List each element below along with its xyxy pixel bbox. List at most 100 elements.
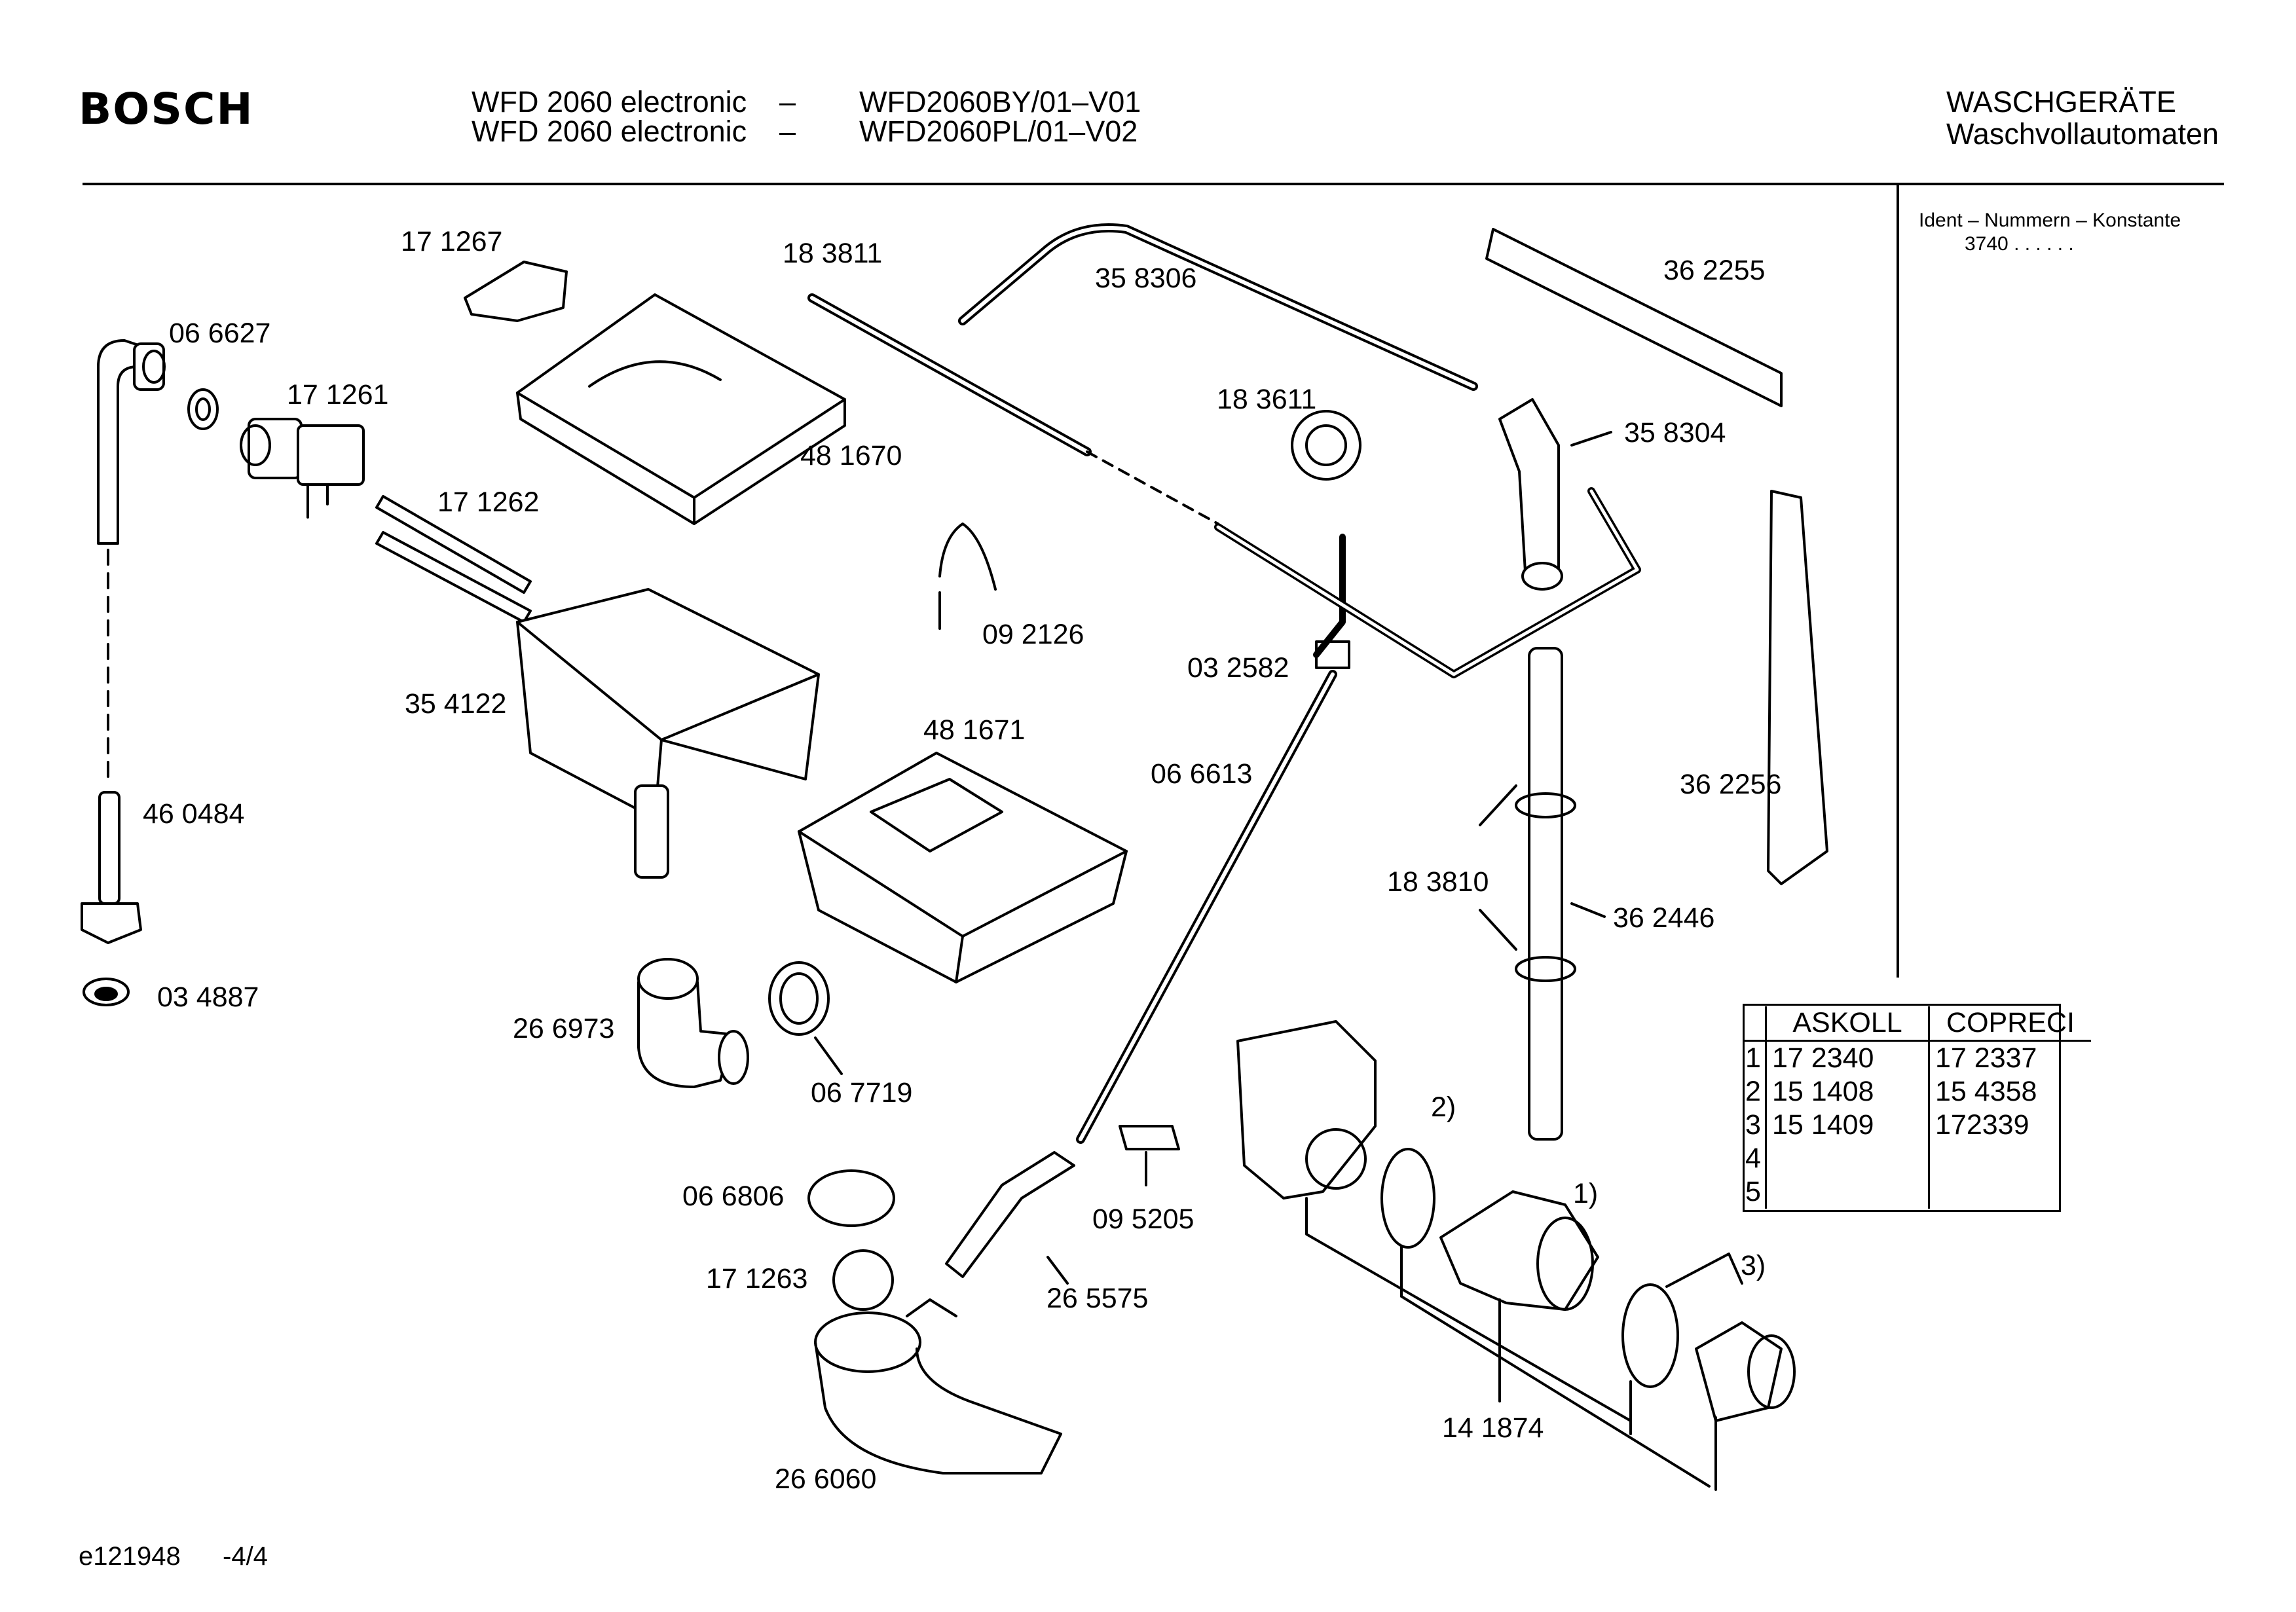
elbow-358304-part xyxy=(1498,398,1563,591)
hose-clip-part xyxy=(1315,640,1350,669)
hose-nut-part xyxy=(81,791,142,944)
table-cell xyxy=(1766,1142,1930,1175)
clamp-part xyxy=(807,1169,895,1227)
model-name-1: WFD 2060 electronic xyxy=(472,85,747,119)
table-cell: 15 4358 xyxy=(1935,1076,2037,1107)
alternatives-table: ASKOLL COPRECI 1 17 2340 17 2337 2 15 14… xyxy=(1743,1006,2091,1209)
leader-265575 xyxy=(1046,1256,1069,1285)
table-row: 1 17 2340 17 2337 xyxy=(1743,1040,2091,1075)
table-cell: 15 1408 xyxy=(1766,1075,1930,1108)
part-label: 46 0484 xyxy=(143,798,245,830)
part-label: 26 5575 xyxy=(1046,1283,1149,1314)
part-label: 17 1263 xyxy=(706,1263,808,1294)
leader-callout-3 xyxy=(1665,1253,1743,1288)
ident-value: 3740 . . . . . . xyxy=(1965,233,2074,255)
part-label: 48 1671 xyxy=(923,714,1026,746)
washer-hole xyxy=(195,397,211,421)
short-hoses-part xyxy=(375,495,532,623)
filter-seal-part xyxy=(1621,1283,1679,1388)
part-label: 06 6627 xyxy=(169,318,271,349)
pump-housing-part xyxy=(1439,1190,1599,1311)
page-number: -4/4 xyxy=(223,1542,268,1571)
air-trap-hose-inner xyxy=(810,296,1089,454)
leader-seal-assembly xyxy=(1400,1246,1711,1488)
seal-ring-part xyxy=(83,978,130,1006)
model-code-2: WFD2060PL/01–V02 xyxy=(859,115,1138,148)
table-cell xyxy=(1929,1175,2092,1209)
part-label: 17 1267 xyxy=(401,226,503,257)
part-label: 14 1874 xyxy=(1442,1412,1544,1444)
table-header-cell: COPRECI xyxy=(1929,1006,2091,1042)
part-label: 09 2126 xyxy=(982,619,1084,650)
dash-2: – xyxy=(779,115,796,148)
switch-hose-part xyxy=(1313,534,1346,658)
fork-clip-part xyxy=(938,522,997,630)
inlet-elbow-hose xyxy=(97,339,166,545)
dispenser-drawer-part xyxy=(516,588,820,879)
part-label: 17 1262 xyxy=(437,486,540,518)
part-label: 18 3810 xyxy=(1387,866,1489,898)
part-label: 18 3811 xyxy=(783,238,883,269)
brand-logo: BOSCH xyxy=(79,84,254,134)
part-label: 03 2582 xyxy=(1187,652,1289,684)
table-row: 5 xyxy=(1743,1175,2091,1209)
table-row: 2 15 1408 15 4358 xyxy=(1743,1075,2091,1108)
leader-358304 xyxy=(1570,431,1612,447)
category-title: WASCHGERÄTE xyxy=(1946,85,2176,119)
table-header-cell: ASKOLL xyxy=(1766,1006,1930,1042)
sidebar-divider xyxy=(1897,185,1899,978)
part-label: 06 6613 xyxy=(1151,758,1253,790)
long-hose-part xyxy=(1214,487,1641,678)
pump-seal-part xyxy=(1380,1148,1435,1249)
model-code-1: WFD2060BY/01–V01 xyxy=(859,85,1141,119)
part-label: 26 6060 xyxy=(775,1463,877,1495)
part-label: 06 6806 xyxy=(682,1181,785,1212)
table-cell: 17 2340 xyxy=(1766,1040,1930,1075)
header-divider xyxy=(83,183,2224,185)
sump-hose-part xyxy=(814,1298,1062,1475)
rail-362255-part xyxy=(1485,228,1783,407)
pressure-switch-part xyxy=(1291,410,1361,481)
part-label: 36 2446 xyxy=(1613,902,1715,934)
part-label: 36 2255 xyxy=(1663,255,1766,286)
part-label: 18 3611 xyxy=(1217,384,1317,415)
hose-358306-inner xyxy=(961,226,1475,388)
table-cell: 172339 xyxy=(1935,1109,2029,1141)
leader-183810-top xyxy=(1479,784,1517,826)
cap-part xyxy=(832,1249,894,1311)
leader-362446 xyxy=(1570,902,1606,918)
table-cell: 2 xyxy=(1743,1075,1767,1108)
table-cell: 3 xyxy=(1743,1108,1767,1142)
callout-3: 3) xyxy=(1741,1250,1766,1281)
long-hose-inner xyxy=(1216,489,1639,676)
part-label: 03 4887 xyxy=(157,981,259,1013)
part-label: 17 1261 xyxy=(287,379,389,411)
hose-358306-part xyxy=(958,223,1478,391)
part-label: 35 4122 xyxy=(405,688,507,720)
category-subtitle: Waschvollautomaten xyxy=(1946,117,2219,151)
leader-067719 xyxy=(814,1036,843,1075)
clip-part xyxy=(464,261,568,322)
model-name-2: WFD 2060 electronic xyxy=(472,115,747,148)
bellow-elbow-part xyxy=(637,958,749,1088)
table-cell xyxy=(1929,1142,2092,1175)
connector-095205-part xyxy=(1119,1125,1180,1150)
leader-filter-assembly xyxy=(1629,1380,1717,1491)
part-label: 06 7719 xyxy=(811,1077,913,1108)
seal-067719-inner xyxy=(779,972,819,1025)
dispenser-cover-part xyxy=(516,293,846,525)
part-label: 09 5205 xyxy=(1092,1203,1194,1235)
ident-title: Ident – Nummern – Konstante xyxy=(1919,210,2181,231)
dispenser-housing-part xyxy=(798,752,1128,983)
table-cell xyxy=(1766,1175,1930,1209)
table-cell: 15 1409 xyxy=(1766,1108,1930,1142)
table-cell: 5 xyxy=(1743,1175,1767,1209)
table-cell: 17 2337 xyxy=(1935,1042,2037,1074)
table-row: 4 xyxy=(1743,1142,2091,1175)
part-label: 36 2256 xyxy=(1680,769,1782,800)
part-label: 35 8304 xyxy=(1624,417,1726,449)
pressure-tube-inner xyxy=(1079,672,1335,1141)
standpipe-part xyxy=(1515,647,1576,1141)
hose-265575-part xyxy=(945,1151,1075,1278)
